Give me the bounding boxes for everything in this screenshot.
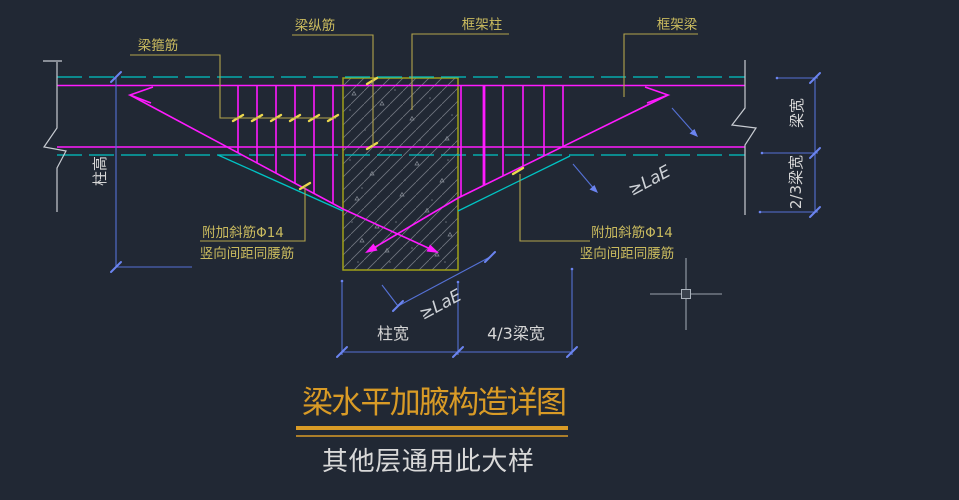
anchorage-text-right: ≥LaE: [625, 162, 674, 201]
leader-beam-longitudinal: [292, 34, 374, 146]
dim-text-two-thirds-beam-width: 2/3梁宽: [787, 155, 805, 209]
anchor-arrow-left: [365, 243, 378, 253]
leader-beam-stirrup: [130, 54, 336, 119]
title-underline-thick: [296, 426, 568, 430]
drawing-subtitle: 其他层通用此大样: [322, 447, 534, 477]
break-line-right: [730, 60, 758, 215]
anchorage-dimension-bottom: [381, 251, 496, 312]
anchor-arrow-right: [426, 244, 439, 253]
dim-text-column-height: 柱高: [91, 156, 109, 186]
dimension-right: [758, 72, 821, 218]
column-outline: [342, 77, 459, 271]
anchorage-leaders-right: [572, 107, 698, 193]
label-added-bar-right-line2: 竖向间距同腰筋: [580, 245, 675, 262]
label-frame-beam: 框架梁: [657, 17, 698, 33]
drawing-title: 梁水平加腋构造详图: [302, 385, 568, 421]
haunch-edge-right: [457, 155, 571, 212]
break-line-left: [42, 60, 67, 212]
frame-column-section: [342, 77, 459, 271]
crosshair-cursor: [650, 258, 722, 330]
concrete-speckles: [349, 89, 453, 263]
beam-stirrups: [237, 86, 564, 204]
dimension-column-height: [110, 71, 192, 273]
label-added-bar-left-line1: 附加斜筋Φ14: [202, 224, 284, 241]
leader-frame-column: [411, 33, 509, 110]
dim-text-four-thirds-beam-width: 4/3梁宽: [487, 324, 545, 343]
label-added-bar-left-line2: 竖向间距同腰筋: [200, 245, 295, 262]
bar-chevron-left: [127, 86, 154, 104]
beam-edge-lines: [57, 76, 745, 212]
label-added-bar-right-line1: 附加斜筋Φ14: [591, 224, 673, 241]
haunch-edge-left: [217, 154, 344, 212]
dimension-bottom: [336, 267, 578, 358]
label-leaders: [130, 33, 698, 242]
pickbox: [681, 289, 691, 299]
leader-added-bar-left: [200, 186, 306, 242]
break-lines: [42, 60, 758, 215]
title-block: 梁水平加腋构造详图 其他层通用此大样: [296, 385, 568, 477]
dim-text-beam-width: 梁宽: [788, 98, 806, 128]
haunch-diagonal-bars: [127, 86, 671, 253]
leader-added-bar-right: [519, 174, 590, 242]
dim-text-column-width: 柱宽: [377, 324, 409, 343]
leader-frame-beam: [623, 33, 698, 97]
bar-chevron-right: [644, 86, 671, 104]
label-beam-longitudinal: 梁纵筋: [295, 17, 336, 34]
beam-longitudinal-bars: [57, 84, 745, 148]
label-frame-column: 框架柱: [462, 17, 503, 33]
label-beam-stirrup: 梁箍筋: [138, 37, 179, 54]
